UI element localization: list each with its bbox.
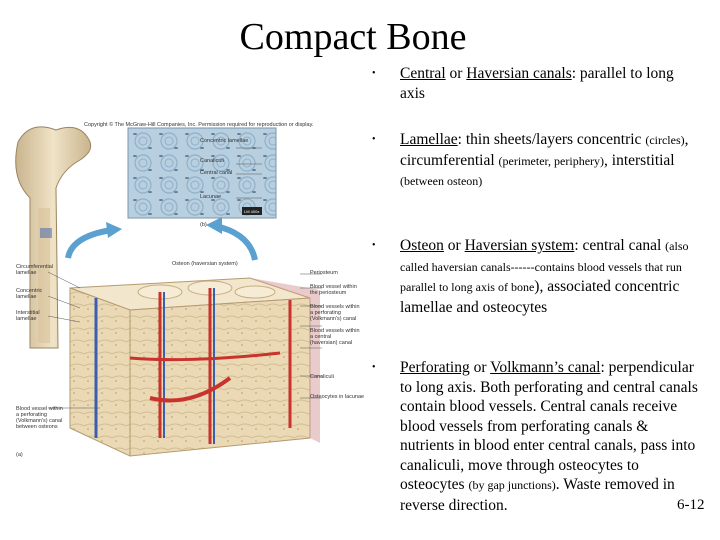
- figure-copyright: Copyright © The McGraw-Hill Companies, I…: [84, 122, 314, 128]
- bullet-dot: •: [372, 240, 376, 251]
- micro-label-concentric: Concentric lamellae: [200, 138, 249, 144]
- compact-bone-block: [69, 277, 320, 457]
- micro-label-lacunae: Lacunae: [200, 194, 222, 200]
- bullet-text: Osteon or Haversian system: central cana…: [400, 237, 689, 316]
- label-canaliculi: Canaliculi: [310, 374, 334, 380]
- bone-illustration: [15, 126, 322, 457]
- panel-b-label: (b): [200, 222, 207, 228]
- micro-label-central-canal: Central canal: [200, 170, 233, 176]
- bullet-dot: •: [372, 68, 376, 79]
- bullet-text: Lamellae: thin sheets/layers concentric …: [400, 131, 689, 188]
- bullet-dot: •: [372, 134, 376, 145]
- micrograph: [127, 127, 277, 219]
- label-interstitial-lamellae: Interstitial lamellae: [16, 310, 40, 322]
- label-circumferential-lamellae: Circumferential lamellae: [16, 264, 53, 276]
- femur-drawing: [15, 126, 92, 349]
- label-osteon: Osteon (haversian system): [172, 261, 238, 267]
- label-vessel-periosteum: Blood vessel within the periosteum: [310, 284, 357, 296]
- micro-label-canaliculi: Canaliculi: [200, 158, 224, 164]
- label-osteocytes: Osteocytes in lacunae: [310, 394, 365, 400]
- page-number: 6-12: [677, 497, 705, 513]
- bullet-dot: •: [372, 362, 376, 373]
- bullet-text: Perforating or Volkmann’s canal: perpend…: [400, 359, 698, 514]
- label-periosteum: Periosteum: [310, 270, 338, 276]
- bone-figure: Copyright © The McGraw-Hill Companies, I…: [0, 108, 368, 460]
- label-vessels-central: Blood vessels within a central (haversia…: [310, 328, 360, 346]
- slide-title: Compact Bone: [239, 16, 467, 58]
- scale-label: LM 400x: [244, 209, 260, 214]
- label-blood-vessel-volkmann: Blood vessel within a perforating (Volkm…: [16, 406, 63, 430]
- label-vessels-perforating: Blood vessels within a perforating (Volk…: [310, 304, 360, 322]
- arrow-left-icon: [65, 227, 113, 259]
- label-concentric-lamellae: Concentric lamellae: [16, 288, 43, 300]
- panel-a-label: (a): [16, 452, 23, 458]
- bullet-text: Central or Haversian canals: parallel to…: [400, 65, 674, 102]
